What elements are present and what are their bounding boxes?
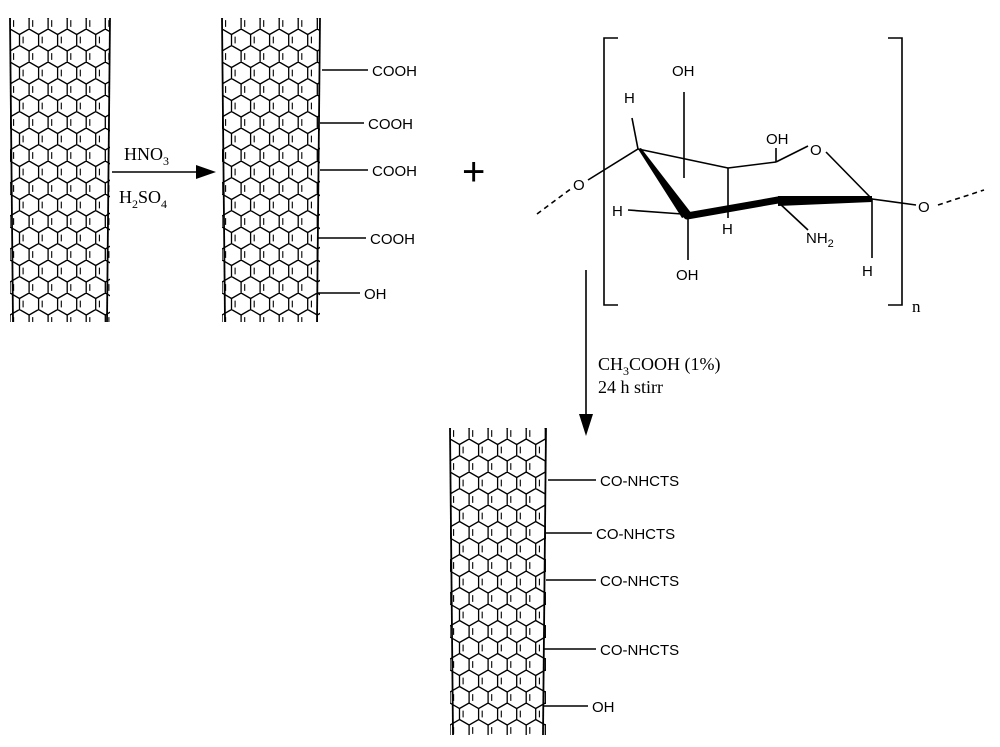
ring-hydroxyl: OH: [766, 131, 789, 148]
group-cooh-3: COOH: [372, 163, 417, 180]
functionalized-nanotube: [449, 427, 547, 736]
anomeric-hydrogen: H: [862, 263, 873, 280]
plus-sign: +: [462, 150, 485, 194]
left-bracket: [603, 37, 618, 306]
product-substituents: CO-NHCTS CO-NHCTS CO-NHCTS CO-NHCTS OH: [544, 473, 679, 716]
c4-hydrogen: H: [624, 90, 635, 107]
group-amide-2: CO-NHCTS: [596, 526, 675, 543]
condition-acetic-acid: CH3COOH (1%): [598, 354, 721, 378]
bottom-hydroxyl: OH: [676, 267, 699, 284]
right-bracket: [888, 37, 903, 306]
oxidized-substituents: COOH COOH COOH COOH OH: [318, 63, 417, 303]
amino-group: NH2: [806, 230, 834, 250]
c3-hydrogen: H: [612, 203, 623, 220]
group-product-oh: OH: [592, 699, 615, 716]
group-oh: OH: [364, 286, 387, 303]
condition-stirring: 24 h stirr: [598, 377, 663, 397]
group-cooh-2: COOH: [368, 116, 413, 133]
pristine-nanotube: [9, 17, 111, 323]
group-cooh-4: COOH: [370, 231, 415, 248]
group-amide-3: CO-NHCTS: [600, 573, 679, 590]
glycosidic-oxygen-right: O: [918, 199, 930, 216]
oxidized-nanotube: [221, 17, 321, 323]
reagent-sulfuric-acid: H2SO4: [119, 187, 167, 211]
group-cooh-1: COOH: [372, 63, 417, 80]
c2-hydrogen: H: [722, 221, 733, 238]
group-amide-4: CO-NHCTS: [600, 642, 679, 659]
acid-treatment-arrow: [112, 165, 216, 179]
chitosan-repeat-unit: n O O O OH H OH H H: [536, 37, 985, 316]
repeat-index: n: [912, 297, 921, 316]
glycosidic-oxygen-left: O: [573, 177, 585, 194]
coupling-arrow: [579, 270, 593, 436]
reagent-nitric-acid: HNO3: [124, 144, 169, 168]
ring-oxygen: O: [810, 142, 822, 159]
group-amide-1: CO-NHCTS: [600, 473, 679, 490]
hydroxymethyl-oh: OH: [672, 63, 695, 80]
